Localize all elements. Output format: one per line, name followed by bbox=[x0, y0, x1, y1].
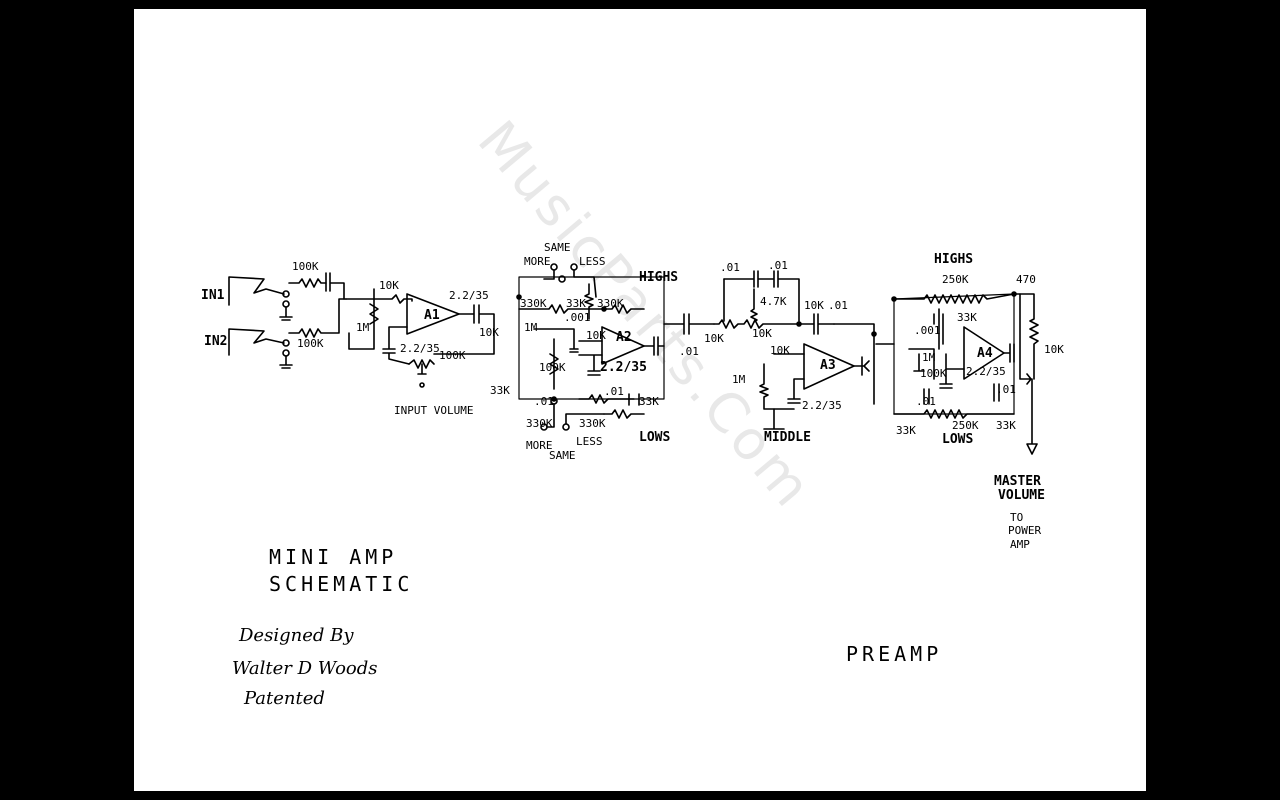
label-sw-bot-same: SAME bbox=[549, 449, 576, 462]
label-1m-2: 1M bbox=[524, 321, 538, 334]
credit-designed-by: Designed By bbox=[238, 625, 354, 646]
label-r-shunt: 1M bbox=[356, 321, 370, 334]
label-33k-left: 33K bbox=[490, 384, 510, 397]
label-100k-2: 100K bbox=[539, 361, 566, 374]
label-sw-top-same: SAME bbox=[544, 241, 571, 254]
label-1m-3: 1M bbox=[732, 373, 746, 386]
label-cap-01b-3: .01 bbox=[768, 259, 788, 272]
label-r-in2: 100K bbox=[297, 337, 324, 350]
credit-name: Walter D Woods bbox=[232, 658, 378, 679]
label-r-in1: 100K bbox=[292, 260, 319, 273]
label-cap-out: 2.2/35 bbox=[449, 289, 489, 302]
label-lows-4: LOWS bbox=[942, 432, 973, 447]
label-33k-b: 33K bbox=[639, 395, 659, 408]
label-33k-l: 33K bbox=[896, 424, 916, 437]
label-input-volume: INPUT VOLUME bbox=[394, 404, 473, 417]
label-master-2: VOLUME bbox=[998, 488, 1045, 503]
label-pot-10k-3: 10K bbox=[752, 327, 772, 340]
label-10k-3: 10K bbox=[704, 332, 724, 345]
label-pot: 100K bbox=[439, 349, 466, 362]
label-to-2: POWER bbox=[1008, 524, 1041, 537]
opamp-a3-stage bbox=[663, 270, 895, 430]
title-mini-amp: MINI AMP bbox=[269, 545, 397, 569]
label-10k-b-3: 10K bbox=[804, 299, 824, 312]
opamp-a2-stage bbox=[516, 263, 665, 431]
label-cap-01b-4: .01 bbox=[996, 383, 1016, 396]
label-47k: 4.7K bbox=[760, 295, 787, 308]
label-middle: MIDDLE bbox=[764, 430, 811, 445]
label-pot-master: 10K bbox=[1044, 343, 1064, 356]
label-cap-fb: 2.2/35 bbox=[400, 342, 440, 355]
label-a3: A3 bbox=[820, 358, 836, 373]
label-cap-01a-3: .01 bbox=[720, 261, 740, 274]
opamp-a4-stage bbox=[891, 291, 1039, 455]
label-sw-top-more: MORE bbox=[524, 255, 551, 268]
label-sw-bot-less: LESS bbox=[576, 435, 603, 448]
label-cap-bypass-3: 2.2/35 bbox=[802, 399, 842, 412]
label-250k-highs: 250K bbox=[942, 273, 969, 286]
label-330k-a: 330K bbox=[520, 297, 547, 310]
label-a1: A1 bbox=[424, 308, 440, 323]
label-330k-b: 330K bbox=[597, 297, 624, 310]
label-to-3: AMP bbox=[1010, 538, 1030, 551]
label-cap-001-2: .001 bbox=[564, 311, 591, 324]
credit-patented: Patented bbox=[243, 688, 325, 709]
label-to-1: TO bbox=[1010, 511, 1023, 524]
opamp-a1 bbox=[373, 293, 495, 388]
label-250k-lows: 250K bbox=[952, 419, 979, 432]
label-sw-top-less: LESS bbox=[579, 255, 606, 268]
label-in1: IN1 bbox=[201, 288, 225, 303]
label-cap-01c-3: .01 bbox=[828, 299, 848, 312]
schematic-diagram: IN1 IN2 100K 100K 1M 10K A1 2.2/35 2.2/3… bbox=[201, 241, 1064, 709]
label-a2: A2 bbox=[616, 330, 632, 345]
label-cap-01a-4: .01 bbox=[916, 395, 936, 408]
input-jack-1 bbox=[228, 276, 293, 321]
label-cap-bypass-4: 2.2/35 bbox=[966, 365, 1006, 378]
label-33k-4: 33K bbox=[957, 311, 977, 324]
label-cap-01a-2: .01 bbox=[534, 395, 554, 408]
label-master-1: MASTER bbox=[994, 474, 1041, 489]
label-1m-4: 1M bbox=[922, 351, 936, 364]
label-preamp: PREAMP bbox=[846, 642, 942, 666]
label-in2: IN2 bbox=[204, 334, 227, 349]
label-10k-2: 10K bbox=[586, 329, 606, 342]
label-cap-001-4: .001 bbox=[914, 324, 941, 337]
label-r-out: 10K bbox=[479, 326, 499, 339]
label-cap-bypass-2: 2.2/35 bbox=[600, 360, 647, 375]
label-330k-c: 330K bbox=[579, 417, 606, 430]
label-highs-4: HIGHS bbox=[934, 252, 973, 267]
labels: IN1 IN2 100K 100K 1M 10K A1 2.2/35 2.2/3… bbox=[201, 241, 1064, 709]
label-lows-2: LOWS bbox=[639, 430, 670, 445]
schematic-sheet: MusicParts.Com bbox=[134, 9, 1146, 791]
label-33k-r: 33K bbox=[996, 419, 1016, 432]
label-100k-4: 100K bbox=[920, 367, 947, 380]
label-highs-2: HIGHS bbox=[639, 270, 678, 285]
input-jack-2 bbox=[228, 328, 293, 369]
title-schematic: SCHEMATIC bbox=[269, 572, 413, 596]
label-a4: A4 bbox=[977, 346, 993, 361]
label-r-a1: 10K bbox=[379, 279, 399, 292]
label-sw-bot-more: MORE bbox=[526, 439, 553, 452]
input-resistors bbox=[288, 272, 379, 350]
label-330k-d: 330K bbox=[526, 417, 553, 430]
label-33k-a: 33K bbox=[566, 297, 586, 310]
label-10k-c-3: 10K bbox=[770, 344, 790, 357]
label-470: 470 bbox=[1016, 273, 1036, 286]
label-cap-01b-2: .01 bbox=[604, 385, 624, 398]
label-cap-01-3: .01 bbox=[679, 345, 699, 358]
